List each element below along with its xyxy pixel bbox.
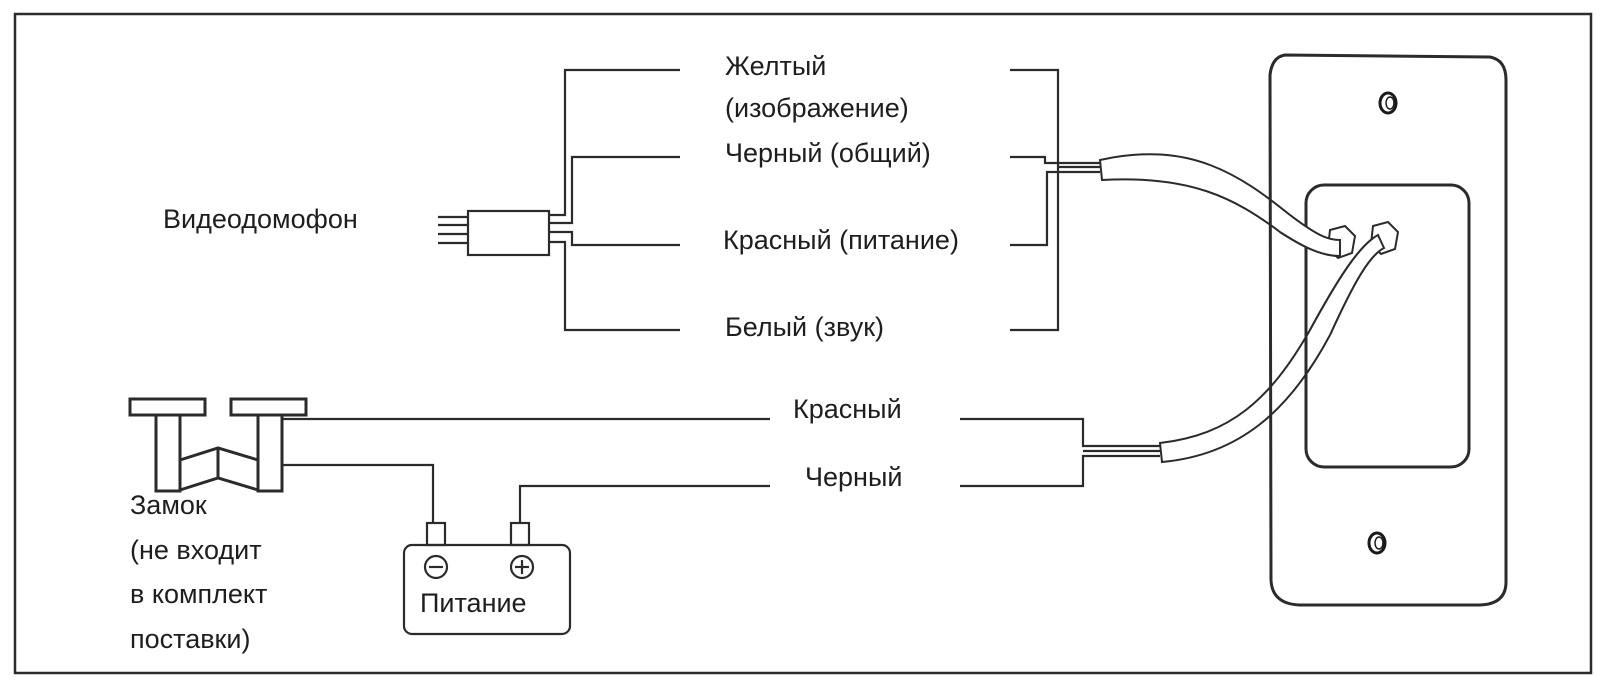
- power-label: Питание: [420, 588, 527, 618]
- wire-white-left: [549, 240, 680, 332]
- wire-label-yellow-1: Желтый: [725, 51, 826, 81]
- lock-wire-label-red: Красный: [793, 394, 902, 424]
- intercom-connector: [438, 68, 680, 332]
- wire-power-positive: [518, 484, 770, 523]
- wire-lock-black: [282, 463, 435, 523]
- wire-red-left: [549, 230, 680, 247]
- wire-yellow-left: [549, 68, 680, 217]
- lock-label-1: Замок: [130, 490, 207, 520]
- wire-label-yellow-2: (изображение): [725, 93, 909, 123]
- negative-terminal-icon: [423, 554, 449, 580]
- call-panel: [1268, 53, 1508, 607]
- lock-icon: [128, 397, 308, 493]
- lock-label-2: (не входит: [130, 535, 262, 565]
- lock-label-4: поставки): [130, 624, 250, 654]
- wire-label-black: Черный (общий): [725, 138, 931, 168]
- intercom-label: Видеодомофон: [163, 204, 358, 234]
- diagram-frame: [13, 12, 1593, 675]
- intercom-wire-bracket: [1010, 68, 1100, 332]
- power-supply: [402, 521, 572, 636]
- positive-terminal-icon: [509, 554, 535, 580]
- wire-label-red: Красный (питание): [723, 225, 959, 255]
- lock-label-3: в комплект: [130, 579, 267, 609]
- screw-hole-bottom-icon: [1367, 531, 1387, 555]
- screw-hole-top-icon: [1378, 91, 1398, 115]
- wire-label-white: Белый (звук): [725, 312, 884, 342]
- wire-black-left: [549, 155, 680, 225]
- lock-wire-label-black: Черный: [805, 462, 902, 492]
